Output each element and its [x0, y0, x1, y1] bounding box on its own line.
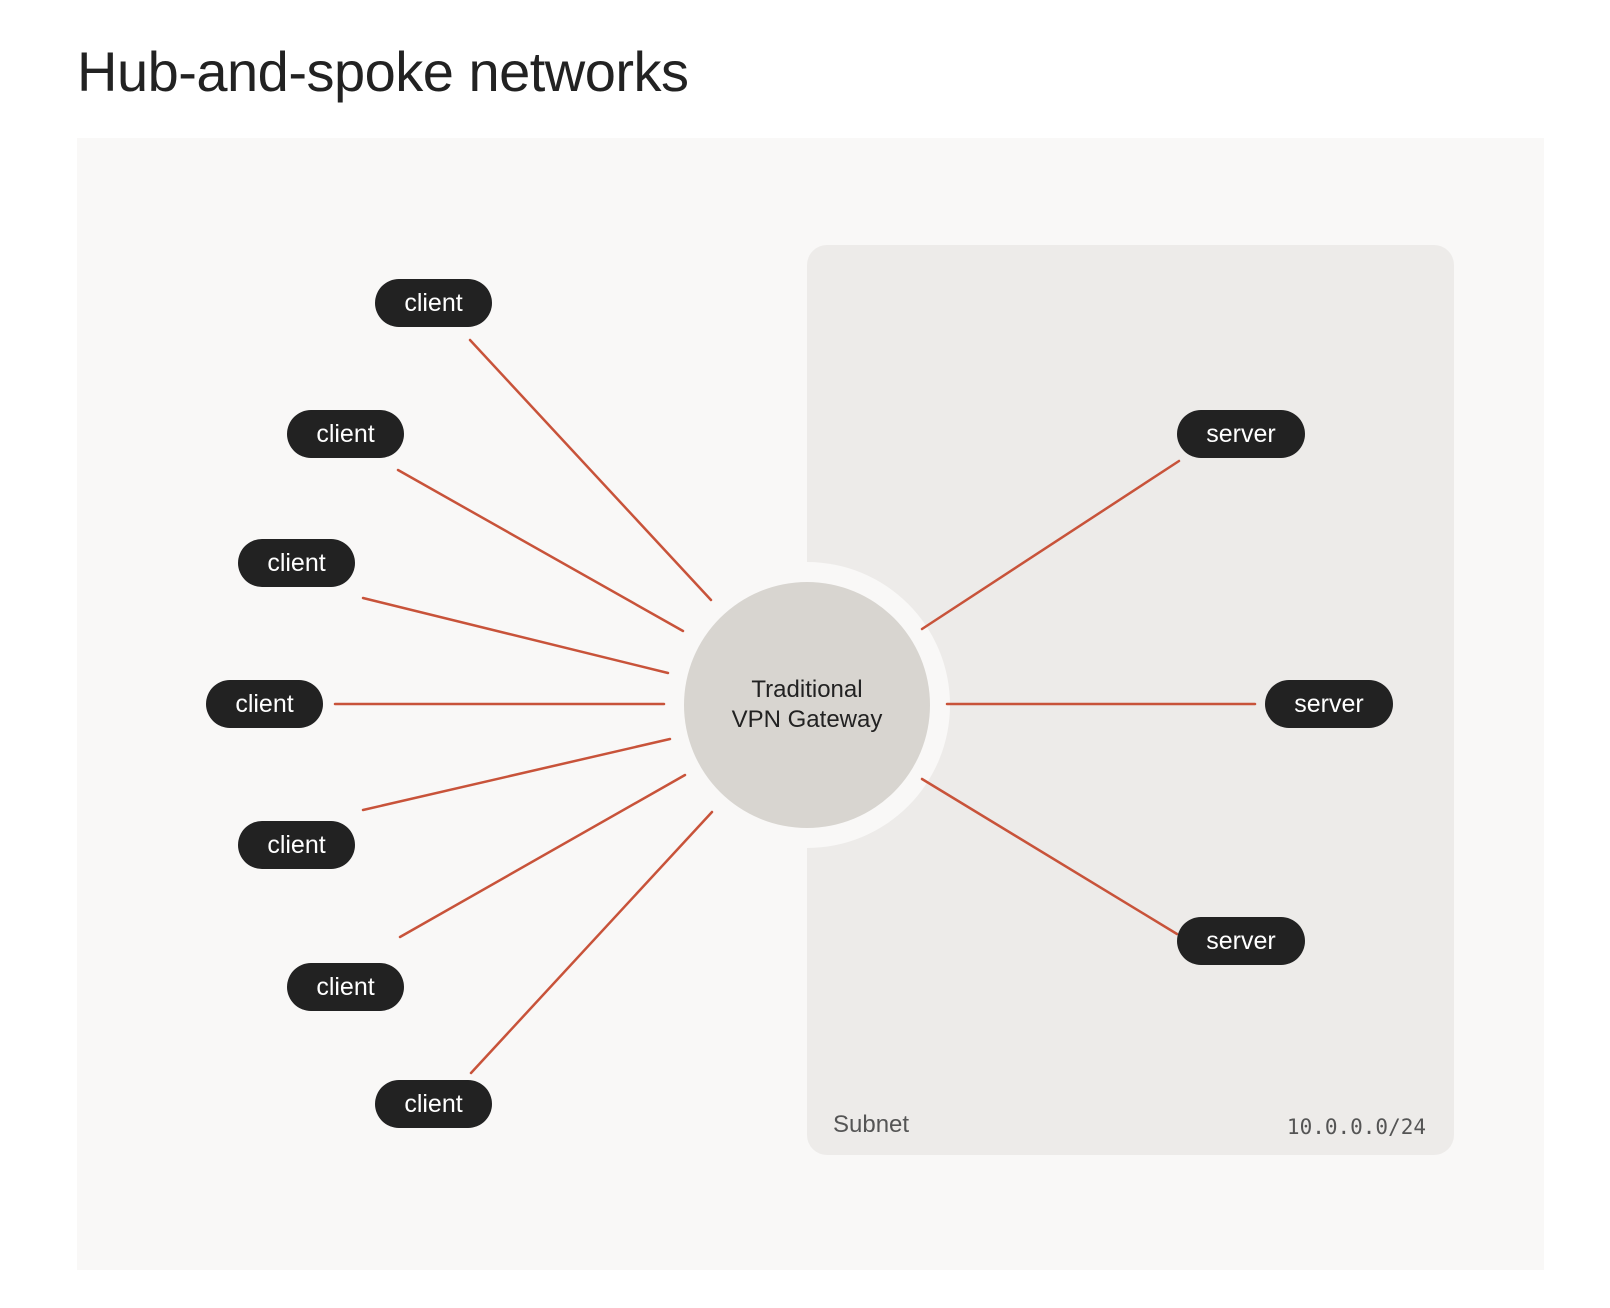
link-client-3 — [361, 596, 670, 675]
subnet-cidr: 10.0.0.0/24 — [1286, 1115, 1426, 1139]
server-node: server — [1177, 917, 1305, 965]
hub-label-line1: Traditional — [751, 676, 863, 703]
hub-label-line2: VPN Gateway — [731, 706, 883, 733]
client-node: client — [206, 680, 323, 728]
connection-lines — [333, 338, 1257, 1075]
client-node: client — [375, 279, 492, 327]
client-node: client — [238, 539, 355, 587]
client-node: client — [375, 1080, 492, 1128]
link-client-1 — [468, 338, 713, 602]
link-client-2 — [396, 468, 685, 633]
subnet-label: Subnet — [833, 1111, 910, 1138]
client-node: client — [287, 963, 404, 1011]
link-client-6 — [398, 773, 687, 939]
vpn-gateway-hub: Traditional VPN Gateway — [684, 582, 930, 828]
link-server-1 — [920, 459, 1181, 631]
page-title: Hub-and-spoke networks — [77, 40, 689, 103]
server-node: server — [1265, 680, 1393, 728]
client-node: client — [238, 821, 355, 869]
server-node: server — [1177, 410, 1305, 458]
link-client-5 — [361, 737, 672, 812]
diagram-panel: Subnet 10.0.0.0/24 Traditional VPN Gatew… — [77, 138, 1544, 1270]
client-node: client — [287, 410, 404, 458]
link-client-7 — [469, 810, 714, 1075]
link-server-3 — [920, 777, 1179, 936]
